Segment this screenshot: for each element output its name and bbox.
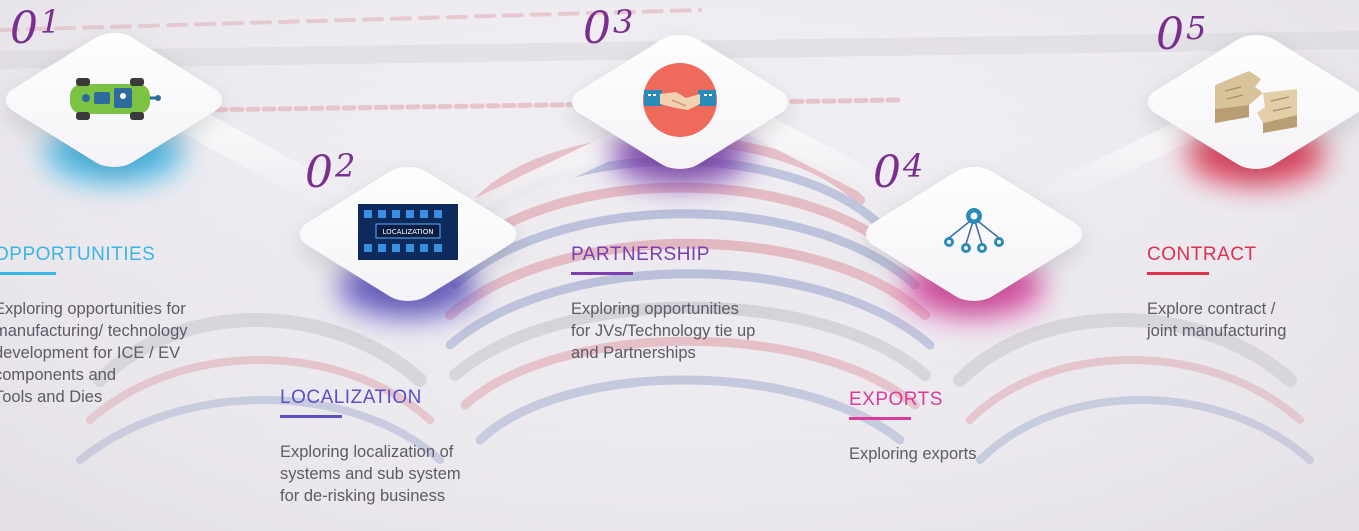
export-network-icon [939,204,1009,264]
heading-underline-1 [0,272,56,275]
step-tile-2: LOCALIZATION [289,150,527,318]
step-tile-4 [855,150,1093,318]
puzzle-blocks-icon [1211,65,1301,139]
heading-underline-4 [849,417,911,420]
step-description-3: Exploring opportunities for JVs/Technolo… [571,300,756,362]
step-tile-5 [1137,18,1359,186]
step-number-3: 03 [583,3,635,54]
heading-underline-3 [571,272,633,275]
step-description-4: Exploring exports [849,445,977,463]
step-heading-2: LOCALIZATION [280,387,422,408]
step-description-2: Exploring localization of systems and su… [280,443,461,505]
localization-board-icon: LOCALIZATION [358,204,458,264]
step-heading-5: CONTRACT [1147,244,1257,265]
step-heading-1: OPPORTUNITIES [0,244,156,265]
ev-chassis-icon [66,74,162,126]
heading-underline-5 [1147,272,1209,275]
svg-text:LOCALIZATION: LOCALIZATION [383,228,434,236]
step-number-4: 04 [873,147,925,198]
step-heading-4: EXPORTS [849,389,943,410]
step-tile-3 [561,18,799,186]
step-description-1: Exploring opportunities for manufacturin… [0,300,188,406]
heading-underline-2 [280,415,342,418]
step-description-5: Explore contract / joint manufacturing [1147,300,1287,340]
step-number-2: 02 [305,147,357,198]
step-number-5: 05 [1156,9,1208,60]
handshake-icon [642,62,718,142]
step-tile-1 [0,16,233,184]
step-number-1: 01 [10,3,62,54]
step-heading-3: PARTNERSHIP [571,244,710,265]
